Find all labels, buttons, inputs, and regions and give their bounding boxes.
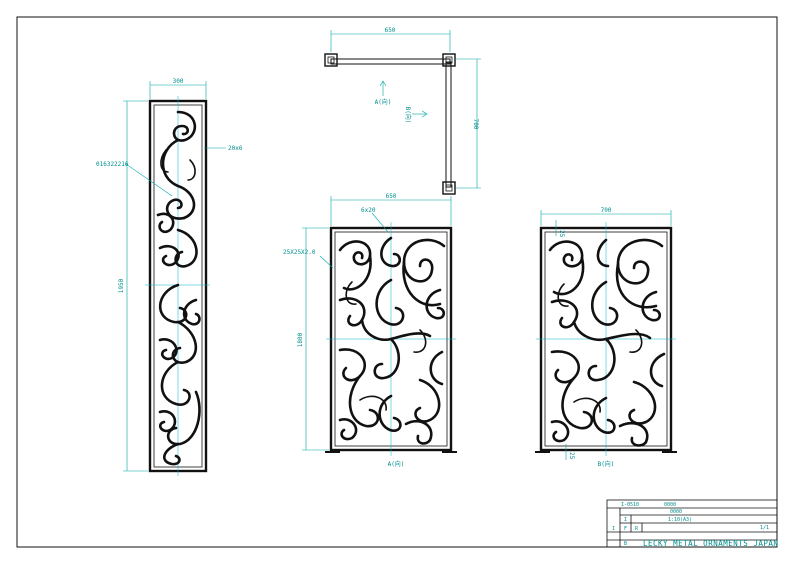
plan-depth-dim: 700 (472, 119, 479, 130)
elev-b-label: B(向) (598, 460, 615, 468)
tb-mark-i2: I (612, 526, 615, 532)
elev-a-scrollwork (338, 236, 446, 445)
elev-a-post-callout: 25X25X2.0 (283, 249, 316, 256)
side-scrollwork (156, 110, 201, 466)
elev-b-top-tick: 25 (558, 230, 565, 238)
side-rod-callout: 016322216 (96, 161, 129, 168)
title-block-frame (606, 499, 778, 548)
plan-post-tr (442, 53, 456, 67)
side-width-dim: 300 (173, 78, 184, 85)
elev-b-scrollwork (548, 238, 666, 447)
sheet-border (16, 16, 778, 548)
plan-post-br (442, 181, 456, 195)
elev-b-bottom-tick: 25 (568, 452, 575, 460)
plan-rail-top (330, 58, 451, 65)
tb-scale: 1:10(A3) (668, 517, 692, 523)
arrow-a-head (379, 80, 387, 87)
title-block: I-0510 0000 0000 1:10(A3) 1/1 I I F R B … (606, 499, 778, 548)
plan-view: 650 700 A(向) B(向) (324, 27, 481, 195)
side-height-dim: 1950 (118, 278, 125, 293)
elev-a-bar-leader (371, 212, 389, 233)
tb-page: 1/1 (760, 525, 769, 531)
tb-mark-f: F (624, 526, 627, 532)
elevation-a: 650 1800 6x20 25X25X2.0 A(向) (283, 193, 457, 468)
tb-company: LECKY METAL ORNAMENTS JAPAN (643, 539, 778, 548)
elev-a-height-dim: 1800 (297, 332, 304, 347)
elev-a-label: A(向) (388, 460, 405, 468)
elev-a-width-dim: 650 (386, 193, 397, 200)
elev-b-width-dim: 700 (601, 207, 612, 214)
tb-code-1: 0000 (664, 502, 676, 508)
tb-mark-r: R (635, 526, 639, 532)
side-rod-leader (125, 163, 173, 197)
elev-a-post-leader (319, 255, 334, 269)
elev-a-bar-callout: 6x20 (361, 207, 376, 214)
side-view: 300 1950 20x6 016322216 (96, 78, 243, 476)
arrow-a-label: A(向) (375, 98, 392, 106)
plan-post-tl (324, 53, 338, 67)
tb-drawing-no: I-0510 (621, 502, 639, 508)
plan-width-dim: 650 (385, 27, 396, 34)
arrow-b-label: B(向) (404, 107, 412, 124)
tb-mark-b: B (624, 541, 627, 547)
side-bar-callout: 20x6 (228, 145, 243, 152)
arrow-b-head (421, 110, 428, 118)
elevation-b: 700 25 25 B(向) (535, 207, 677, 468)
tb-code-2: 0000 (670, 509, 682, 515)
tb-mark-i: I (624, 517, 627, 523)
plan-rail-right (445, 61, 452, 188)
